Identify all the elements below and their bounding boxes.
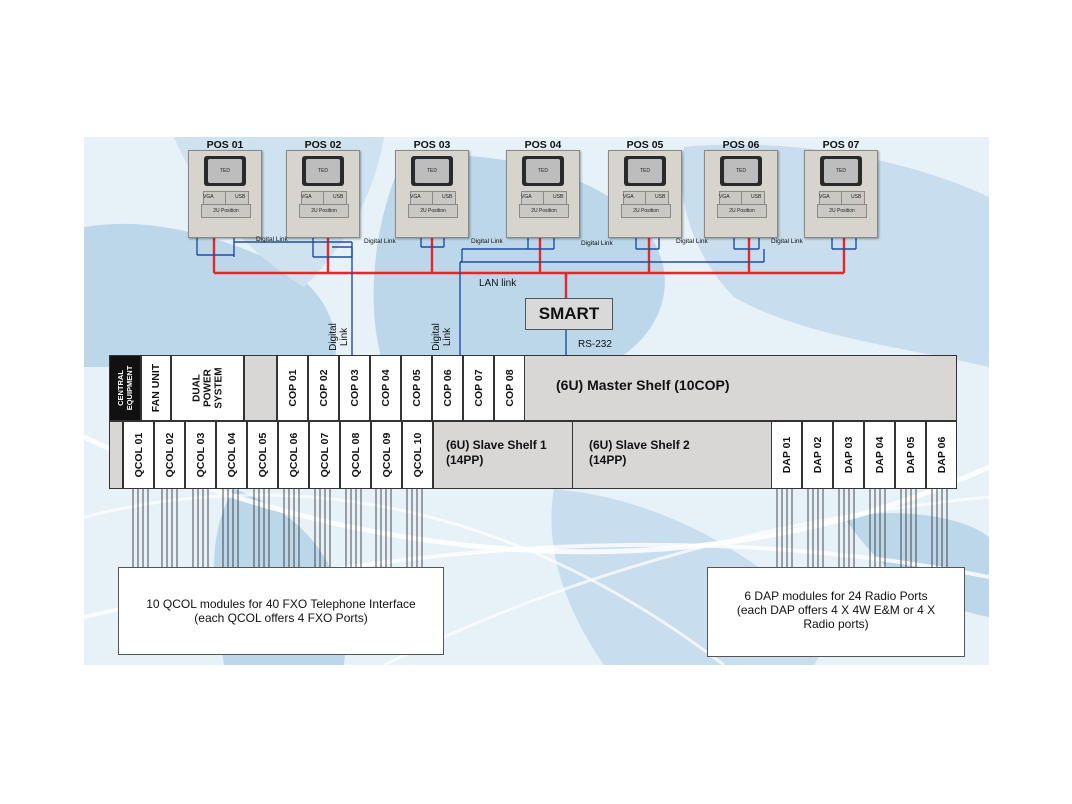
pos-title: POS 07 [822, 139, 860, 151]
cop-01-module: COP 01 [277, 355, 308, 421]
qcol-03-module: QCOL 03 [185, 421, 216, 489]
dap-03-module: DAP 03 [833, 421, 864, 489]
connection-lines [132, 233, 948, 567]
dap-05-module: DAP 05 [895, 421, 926, 489]
cop-06-module: COP 06 [432, 355, 463, 421]
digital-link-label: Digital Link [771, 238, 803, 245]
system-diagram: POS 01 TED VGA USB 2U Position POS 02 TE… [84, 137, 989, 665]
rs232-label: RS-232 [578, 339, 612, 350]
pos-06-terminal: POS 06 TED VGA USB 2U Position [704, 139, 778, 238]
pos-02-terminal: POS 02 TED VGA USB 2U Position [286, 139, 360, 238]
dap-01-module: DAP 01 [771, 421, 802, 489]
monitor-icon: TED [204, 156, 246, 186]
cop-04-module: COP 04 [370, 355, 401, 421]
monitor-icon: TED [522, 156, 564, 186]
pos-title: POS 01 [206, 139, 244, 151]
pos-03-terminal: POS 03 TED VGA USB 2U Position [395, 139, 469, 238]
qcol-02-module: QCOL 02 [154, 421, 185, 489]
qcol-07-module: QCOL 07 [309, 421, 340, 489]
smart-box: SMART [525, 298, 613, 330]
fan-unit-cell: FAN UNIT [141, 355, 171, 421]
digital-link-label: Digital Link [256, 236, 288, 243]
pos-04-terminal: POS 04 TED VGA USB 2U Position [506, 139, 580, 238]
cop-05-module: COP 05 [401, 355, 432, 421]
qcol-10-module: QCOL 10 [402, 421, 433, 489]
monitor-icon: TED [624, 156, 666, 186]
lan-lines [212, 233, 846, 298]
qcol-09-module: QCOL 09 [371, 421, 402, 489]
pos-title: POS 03 [413, 139, 451, 151]
lan-link-label: LAN link [479, 278, 517, 289]
cop-03-module: COP 03 [339, 355, 370, 421]
qcol-description-note: 10 QCOL modules for 40 FXO Telephone Int… [118, 567, 444, 655]
dap-description-note: 6 DAP modules for 24 Radio Ports(each DA… [707, 567, 965, 657]
qcol-01-module: QCOL 01 [123, 421, 154, 489]
pos-title: POS 05 [626, 139, 664, 151]
qcol-04-module: QCOL 04 [216, 421, 247, 489]
digital-link-label: Digital Link [364, 238, 396, 245]
pos-05-terminal: POS 05 TED VGA USB 2U Position [608, 139, 682, 238]
dap-02-module: DAP 02 [802, 421, 833, 489]
dap-06-module: DAP 06 [926, 421, 957, 489]
monitor-icon: TED [411, 156, 453, 186]
cop-07-module: COP 07 [463, 355, 494, 421]
pos-01-terminal: POS 01 TED VGA USB 2U Position [188, 139, 262, 238]
digital-link-lines [196, 233, 857, 359]
master-shelf-title: (6U) Master Shelf (10COP) [556, 377, 730, 393]
pos-title: POS 04 [524, 139, 562, 151]
pos-title: POS 06 [722, 139, 760, 151]
digital-link-label: Digital Link [471, 238, 503, 245]
qcol-06-module: QCOL 06 [278, 421, 309, 489]
slave-shelf-1: (6U) Slave Shelf 1(14PP) [433, 421, 573, 489]
cop-02-module: COP 02 [308, 355, 339, 421]
slave-shelf-2: (6U) Slave Shelf 2(14PP) [572, 421, 772, 489]
dap-04-module: DAP 04 [864, 421, 895, 489]
cop-08-module: COP 08 [494, 355, 525, 421]
digital-link-label: Digital Link [676, 238, 708, 245]
digital-link-label: Digital Link [581, 240, 613, 247]
monitor-icon: TED [720, 156, 762, 186]
qcol-08-module: QCOL 08 [340, 421, 371, 489]
dap-port-lines [776, 489, 948, 567]
monitor-icon: TED [820, 156, 862, 186]
qcol-port-lines [132, 489, 423, 567]
pos-title: POS 02 [304, 139, 342, 151]
monitor-icon: TED [302, 156, 344, 186]
pos-07-terminal: POS 07 TED VGA USB 2U Position [804, 139, 878, 238]
qcol-05-module: QCOL 05 [247, 421, 278, 489]
